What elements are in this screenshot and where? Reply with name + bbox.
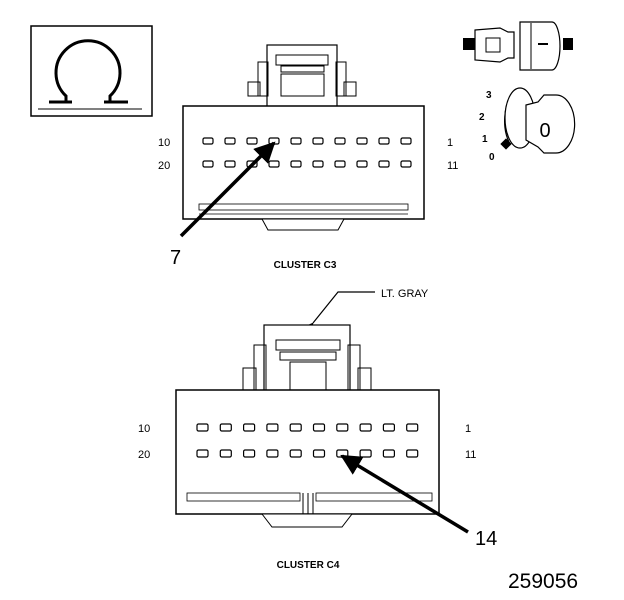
pin-cavity — [356, 160, 368, 168]
connector-c4: LT. GRAY 10 1 20 11 14 CLUSTER C4 — [138, 288, 497, 571]
ignition-pos-3: 3 — [486, 90, 492, 101]
pin-cavity — [266, 449, 279, 458]
c4-callout-number: 14 — [475, 528, 497, 550]
c3-row-bottom-right: 11 — [447, 160, 458, 172]
pin-cavity — [202, 160, 214, 168]
ignition-pos-1: 1 — [482, 134, 488, 145]
c4-row-bottom-right: 11 — [465, 449, 476, 461]
pin-cavity — [224, 160, 236, 168]
pin-cavity — [290, 137, 302, 145]
pin-cavity — [266, 423, 279, 432]
pin-cavity — [359, 449, 372, 458]
key-cylinder-icon — [463, 21, 573, 71]
c3-bottom-rail — [198, 203, 409, 231]
c4-row-bottom-left: 20 — [138, 449, 150, 461]
c4-color-label: LT. GRAY — [381, 288, 429, 300]
c3-callout-arrow — [179, 141, 276, 238]
pin-cavity — [224, 137, 236, 145]
ignition-graphic: 0 3 2 1 0 — [463, 21, 576, 163]
pin-cavity — [312, 160, 324, 168]
pin-cavity — [312, 449, 326, 458]
ohm-icon — [38, 39, 142, 110]
pin-cavity — [202, 137, 214, 145]
c3-pin-grid — [202, 137, 412, 168]
pin-cavity — [334, 160, 346, 168]
c4-row-top-right: 1 — [465, 423, 471, 435]
c3-body — [182, 105, 425, 220]
pin-cavity — [219, 423, 232, 432]
figure-number: 259056 — [508, 570, 578, 593]
pin-cavity — [290, 160, 302, 168]
c4-latch — [242, 324, 372, 392]
c3-row-top-right: 1 — [447, 137, 453, 149]
pin-cavity — [246, 137, 258, 145]
pin-cavity — [334, 137, 346, 145]
pin-cavity — [359, 423, 372, 432]
ignition-pos-0: 0 — [489, 152, 495, 163]
c3-latch — [247, 44, 357, 108]
ignition-key-label: 0 — [539, 120, 550, 142]
pin-cavity — [196, 423, 209, 432]
pin-cavity — [336, 423, 349, 432]
ignition-pos-2: 2 — [479, 112, 485, 123]
ohm-symbol-box — [30, 25, 153, 117]
c4-bottom-rail — [186, 492, 433, 528]
pin-cavity — [289, 449, 302, 458]
pin-cavity — [406, 423, 419, 432]
ignition-key-icon: 0 — [500, 87, 576, 154]
pin-cavity — [382, 449, 395, 458]
pin-cavity — [196, 449, 209, 458]
c3-caption: CLUSTER C3 — [274, 260, 337, 271]
c4-callout-arrow — [340, 454, 469, 534]
pin-cavity — [289, 423, 302, 432]
pin-cavity — [243, 449, 256, 458]
pin-cavity — [400, 160, 412, 168]
connector-c3: 10 1 20 11 7 CLUSTER C3 — [158, 44, 458, 271]
c4-caption: CLUSTER C4 — [277, 560, 340, 571]
pin-cavity — [312, 137, 324, 145]
pin-cavity — [378, 160, 390, 168]
pin-cavity — [382, 423, 395, 432]
c4-color-callout: LT. GRAY — [306, 288, 429, 331]
pin-cavity — [406, 449, 419, 458]
pin-cavity — [400, 137, 412, 145]
pin-cavity — [312, 423, 326, 432]
pin-cavity — [219, 449, 232, 458]
c4-row-top-left: 10 — [138, 423, 150, 435]
pin-cavity — [356, 137, 368, 145]
c3-callout-number: 7 — [170, 247, 181, 269]
pin-cavity — [243, 423, 256, 432]
c3-row-top-left: 10 — [158, 137, 170, 149]
c3-row-bottom-left: 20 — [158, 160, 170, 172]
pin-cavity — [378, 137, 390, 145]
c4-pin-grid — [196, 423, 419, 458]
